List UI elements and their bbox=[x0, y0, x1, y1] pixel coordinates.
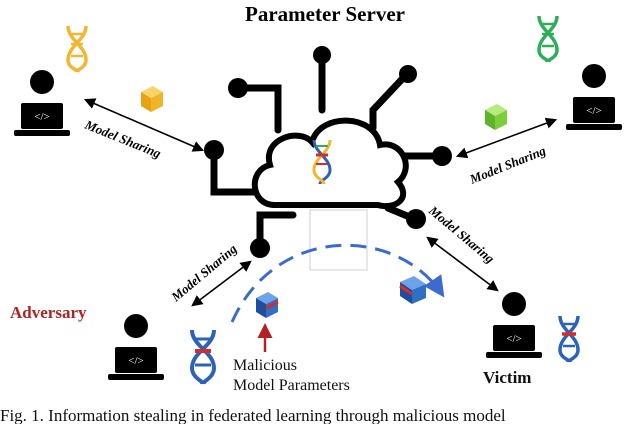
cube-icon bbox=[485, 104, 507, 130]
adversary-label: Adversary bbox=[10, 303, 87, 322]
model-sharing-arrow bbox=[455, 117, 558, 159]
edge-label-bottom-right: Model Sharing bbox=[425, 202, 497, 266]
laptop-user-icon: </> bbox=[14, 70, 70, 136]
edge-label-bottom-left: Model Sharing bbox=[168, 241, 240, 305]
victim-label: Victim bbox=[483, 368, 531, 387]
code-icon: </> bbox=[34, 111, 49, 123]
laptop-user-icon: </> bbox=[566, 64, 622, 130]
cube-icon bbox=[256, 292, 279, 318]
code-icon: </> bbox=[128, 355, 143, 367]
dna-icon bbox=[537, 15, 559, 63]
laptop-user-icon: </> bbox=[108, 314, 164, 380]
dna-icon bbox=[189, 329, 217, 386]
cube-icon bbox=[399, 276, 426, 304]
dna-icon bbox=[558, 315, 580, 363]
code-icon: </> bbox=[506, 333, 521, 345]
edge-label-left-top: Model Sharing bbox=[82, 116, 164, 161]
dna-icon bbox=[312, 139, 332, 185]
figure-caption: Fig. 1. Information stealing in federate… bbox=[0, 406, 506, 424]
edge-label-right-top: Model Sharing bbox=[467, 143, 549, 188]
code-icon: </> bbox=[586, 105, 601, 117]
dna-icon bbox=[66, 25, 88, 73]
malicious-label-line1: Malicious bbox=[233, 357, 297, 374]
model-sharing-arrow bbox=[191, 260, 252, 307]
malicious-flow-arrow bbox=[230, 243, 445, 323]
laptop-user-icon: </> bbox=[486, 292, 542, 358]
circuit-nodes bbox=[204, 46, 452, 258]
server-frame bbox=[309, 209, 368, 271]
model-sharing-arrow bbox=[426, 236, 499, 292]
model-sharing-arrow bbox=[83, 98, 205, 152]
diagram-title: Parameter Server bbox=[245, 2, 405, 26]
cube-icon bbox=[141, 86, 163, 112]
malicious-label-line2: Model Parameters bbox=[233, 377, 350, 394]
cloud-icon bbox=[210, 53, 444, 251]
